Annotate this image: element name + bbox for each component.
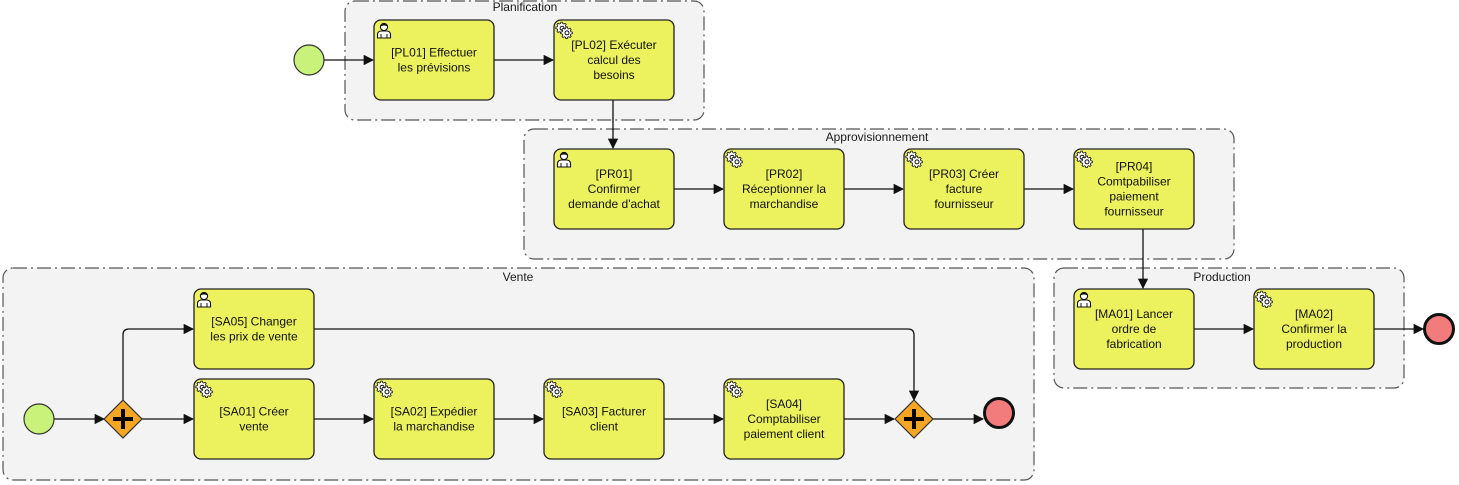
- task-label-line: demande d'achat: [568, 197, 660, 211]
- task-label-line: paiement client: [744, 427, 825, 441]
- flow-split-sa05[interactable]: [122, 323, 195, 400]
- task-label-line: [PR01]: [596, 167, 633, 181]
- task-box[interactable]: [1073, 148, 1195, 230]
- task-label-line: [SA02] Expédier: [391, 405, 478, 419]
- task-label-line: [PR04]: [1116, 160, 1153, 174]
- parallel-gateway-split[interactable]: [103, 399, 143, 439]
- group-vente: Vente: [2, 267, 1035, 481]
- task-label-line: [PR02]: [766, 167, 803, 181]
- task-box[interactable]: [553, 148, 675, 230]
- task-label-line: [PL02] Exécuter: [571, 38, 656, 52]
- start-event-planification[interactable]: [293, 44, 325, 76]
- task-label-line: facture: [946, 182, 983, 196]
- group-label-vente: Vente: [503, 270, 534, 284]
- task-label-line: fournisseur: [934, 197, 993, 211]
- group-label-production: Production: [1193, 270, 1250, 284]
- task-label-line: fabrication: [1106, 337, 1161, 351]
- task-label-line: Comptabiliser: [747, 412, 820, 426]
- task-label-line: Réceptionner la: [742, 182, 826, 196]
- task-box[interactable]: [723, 148, 845, 230]
- task-label-line: [SA05] Changer: [211, 315, 296, 329]
- task-label-line: ordre de: [1112, 322, 1157, 336]
- parallel-gateway-join[interactable]: [894, 399, 934, 439]
- task-label-line: [SA01] Créer: [219, 405, 288, 419]
- task-box[interactable]: [553, 19, 675, 101]
- task-label-line: Confirmer: [588, 182, 641, 196]
- task-label-line: [PR03] Créer: [929, 167, 999, 181]
- task-label-line: client: [590, 420, 619, 434]
- task-label-line: fournisseur: [1104, 205, 1163, 219]
- task-label-line: les prix de vente: [210, 330, 298, 344]
- task-label-line: la marchandise: [393, 420, 475, 434]
- group-label-planification: Planification: [493, 0, 558, 14]
- task-label-line: [MA02]: [1295, 307, 1333, 321]
- task-label-line: [MA01] Lancer: [1095, 307, 1173, 321]
- task-box[interactable]: [1073, 288, 1195, 370]
- task-label-line: marchandise: [750, 197, 819, 211]
- task-label-line: [PL01] Effectuer: [391, 46, 477, 60]
- task-label-line: Confirmer la: [1281, 322, 1347, 336]
- task-label-line: paiement: [1109, 190, 1159, 204]
- task-box[interactable]: [373, 378, 495, 460]
- group-approvisionnement: Approvisionnement: [523, 128, 1235, 260]
- task-box[interactable]: [903, 148, 1025, 230]
- task-box[interactable]: [193, 378, 315, 460]
- task-label-line: les prévisions: [398, 61, 471, 75]
- plus-icon: [113, 409, 133, 429]
- task-box[interactable]: [193, 288, 315, 370]
- task-label-line: calcul des: [587, 53, 640, 67]
- task-label-line: [SA04]: [766, 397, 802, 411]
- end-event-vente[interactable]: [983, 397, 1015, 429]
- task-label-line: besoins: [593, 68, 634, 82]
- task-label-line: production: [1286, 337, 1342, 351]
- start-event-vente[interactable]: [23, 403, 55, 435]
- task-label-line: Comtpabiliser: [1097, 175, 1170, 189]
- task-label-line: vente: [239, 420, 269, 434]
- group-label-approvisionnement: Approvisionnement: [826, 130, 929, 144]
- flow-sa05-join[interactable]: [314, 328, 920, 402]
- sequence-flows: [54, 54, 1425, 425]
- task-box[interactable]: [373, 19, 495, 101]
- task-label-line: [SA03] Facturer: [562, 405, 646, 419]
- task-box[interactable]: [543, 378, 665, 460]
- task-box[interactable]: [1253, 288, 1375, 370]
- task-box[interactable]: [723, 378, 845, 460]
- plus-icon: [904, 409, 924, 429]
- end-event-production[interactable]: [1423, 313, 1455, 345]
